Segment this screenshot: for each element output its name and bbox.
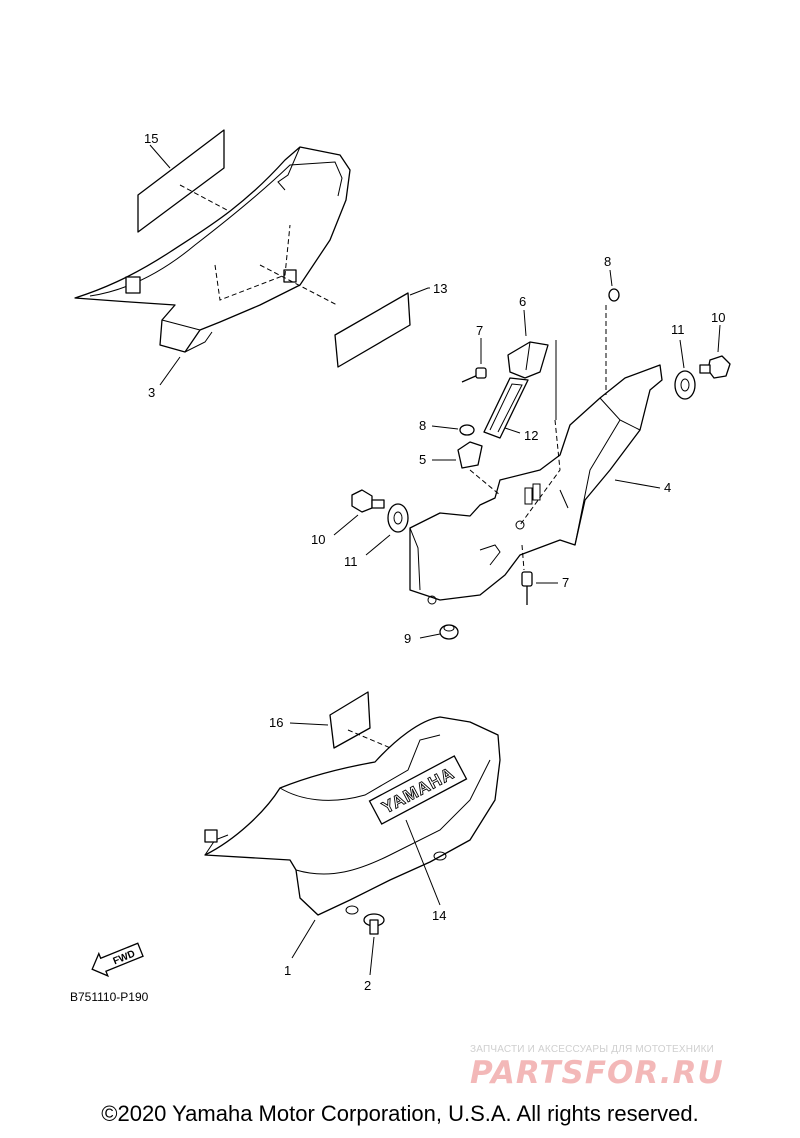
strap-12: [483, 377, 529, 439]
callout-2: 2: [364, 978, 371, 993]
rivet-7-upper: [461, 338, 487, 383]
bolt-10-left: [333, 489, 385, 536]
callout-9: 9: [404, 631, 411, 646]
bolt-10-right: [699, 324, 731, 379]
callout-12: 12: [524, 428, 538, 443]
fwd-arrow-icon: FWD: [91, 942, 144, 978]
washer-8-right: [605, 269, 620, 395]
copyright-notice: ©2020 Yamaha Motor Corporation, U.S.A. A…: [101, 1101, 699, 1126]
screw-2: [363, 913, 385, 976]
callout-10-right: 10: [711, 310, 725, 325]
watermark-tagline: ЗАПЧАСТИ И АКСЕССУАРЫ ДЛЯ МОТОТЕХНИКИ: [470, 1044, 715, 1055]
callout-8-right: 8: [604, 254, 611, 269]
clip-5: [432, 441, 501, 496]
diagram-code: B751110-P190: [70, 990, 149, 1004]
label-sticker-16: [289, 691, 401, 753]
rivet-7-lower: [521, 544, 558, 605]
callout-7-lower: 7: [562, 575, 569, 590]
label-sticker-13: [259, 264, 430, 368]
callout-15: 15: [144, 131, 158, 146]
callout-14: 14: [432, 908, 446, 923]
callout-5: 5: [419, 452, 426, 467]
callout-10-left: 10: [311, 532, 325, 547]
callout-3: 3: [148, 385, 155, 400]
callout-1: 1: [284, 963, 291, 978]
bracket-4: [409, 364, 663, 605]
side-cover-3: [74, 144, 351, 386]
callout-16: 16: [269, 715, 283, 730]
label-sticker-15: [137, 129, 256, 233]
damper-9: [419, 624, 459, 640]
side-cover-1: [204, 716, 501, 959]
bracket-6: [507, 309, 557, 420]
callout-6: 6: [519, 294, 526, 309]
callout-11-left: 11: [344, 554, 358, 569]
grommet-11-right: [674, 339, 696, 400]
callout-13: 13: [433, 281, 447, 296]
watermark-logo: PARTSFOR.RU: [470, 1055, 724, 1091]
callout-11-right: 11: [671, 322, 685, 337]
callout-8-left: 8: [419, 418, 426, 433]
callout-7-upper: 7: [476, 323, 483, 338]
grommet-11-left: [365, 503, 409, 556]
washer-8-left: [431, 424, 475, 436]
callout-4: 4: [664, 480, 671, 495]
